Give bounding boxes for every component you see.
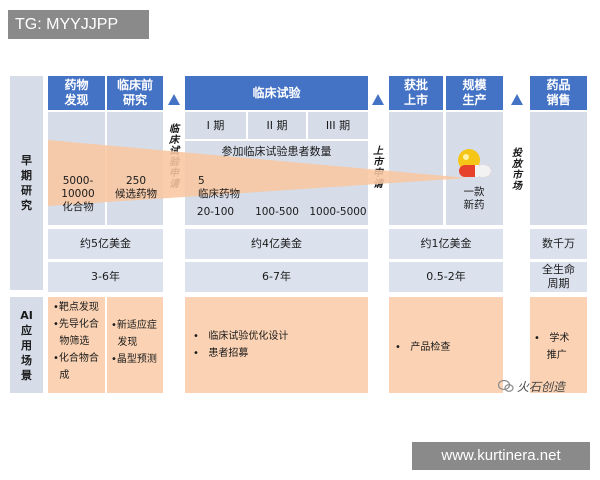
phase-1: I 期 [185,112,246,139]
time-approval-text: 0.5-2年 [426,270,466,283]
header-production: 规模生产 [446,76,503,110]
time-clinical-text: 6-7年 [262,270,291,283]
early-research-text: 早期研究 [21,154,32,212]
clinical-drugs-count: 5 临床药物 [198,175,240,200]
time-early-text: 3-6年 [91,270,120,283]
gate-arrow-market [372,94,384,105]
header-sales: 药品销售 [530,76,587,110]
gate-arrow-clinical [168,94,180,105]
phase-3: III 期 [308,112,368,139]
ai-approval: • 产品检查 [389,297,503,393]
phase-2: II 期 [248,112,306,139]
ai-item: •晶型预测 [111,354,157,365]
sales-body [530,112,587,225]
ai-scenarios-text: AI应用场景 [20,308,33,382]
brand-logo: 火石创造 [498,377,588,395]
header-approval: 获批上市 [389,76,443,110]
phase-2-patients: 100-500 [255,206,299,218]
compounds-count: 5000-10000 化合物 [61,175,95,213]
time-approval: 0.5-2年 [389,262,503,292]
gate-arrow-launch [511,94,523,105]
header-clinical: 临床试验 [185,76,368,110]
header-clinical-text: 临床试验 [252,85,301,100]
ai-item: •靶点发现 [53,302,99,313]
ai-preclinical: •新适应症 发现 •晶型预测 [107,297,163,393]
time-clinical: 6-7年 [185,262,368,292]
ai-item: 物筛选 [53,336,90,347]
phase-3-patients: 1000-5000 [309,206,367,218]
early-research-label: 早期研究 [10,76,43,290]
ai-item: 成 [53,370,70,381]
ai-clinical: • 临床试验优化设计 • 患者招募 [185,297,368,393]
cost-clinical-text: 约4亿美金 [251,237,302,250]
header-approval-text: 获批上市 [403,78,428,107]
ai-item: • 学术 [534,333,570,344]
time-sales: 全生命 周期 [530,262,587,292]
cost-early: 约5亿美金 [48,229,163,259]
ai-item: •先导化合 [53,319,99,330]
header-drug-discovery: 药物发现 [48,76,105,110]
header-sales-text: 药品销售 [546,78,571,107]
logo-text: 火石创造 [517,379,566,394]
header-preclinical-text: 临床前研究 [116,78,153,107]
ai-item: • 产品检查 [395,342,451,353]
candidates-count: 250 候选药物 [115,175,157,200]
pill-icon [458,149,491,177]
cost-sales: 数千万 [530,229,587,259]
tg-tag: TG: MYYJJPP [8,10,149,39]
phase-3-label: III 期 [325,118,351,132]
phase-1-label: I 期 [206,118,225,132]
patients-label: 参加临床试验患者数量 [221,145,332,158]
cost-approval: 约1亿美金 [389,229,503,259]
wechat-icon [498,379,514,392]
new-drug-label: 一款 新药 [463,186,485,211]
header-production-text: 规模生产 [462,78,487,107]
cost-early-text: 约5亿美金 [80,237,131,250]
ai-item: •化合物合 [53,353,99,364]
ai-item: •新适应症 [111,320,157,331]
ai-item: 推广 [534,350,567,361]
phase-2-label: II 期 [266,118,288,132]
ai-item: 发现 [111,337,138,348]
ai-item: • 患者招募 [193,348,249,359]
cost-approval-text: 约1亿美金 [420,237,472,250]
approval-body [389,112,443,225]
time-early: 3-6年 [48,262,163,292]
ai-scenarios-label: AI应用场景 [10,297,43,393]
cost-sales-text: 数千万 [542,237,575,250]
watermark: www.kurtinera.net [412,442,590,470]
time-sales-text: 全生命 周期 [542,263,575,290]
cost-clinical: 约4亿美金 [185,229,368,259]
header-preclinical: 临床前研究 [107,76,163,110]
header-drug-discovery-text: 药物发现 [64,78,89,107]
ai-discovery: •靶点发现 •先导化合 物筛选 •化合物合 成 [48,297,105,393]
phase-1-patients: 20-100 [196,206,235,218]
ai-item: • 临床试验优化设计 [193,331,289,342]
funnel-shape [48,140,468,206]
ai-sales: • 学术 推广 [530,297,587,393]
gate-launch: 投放市场 [512,148,522,192]
